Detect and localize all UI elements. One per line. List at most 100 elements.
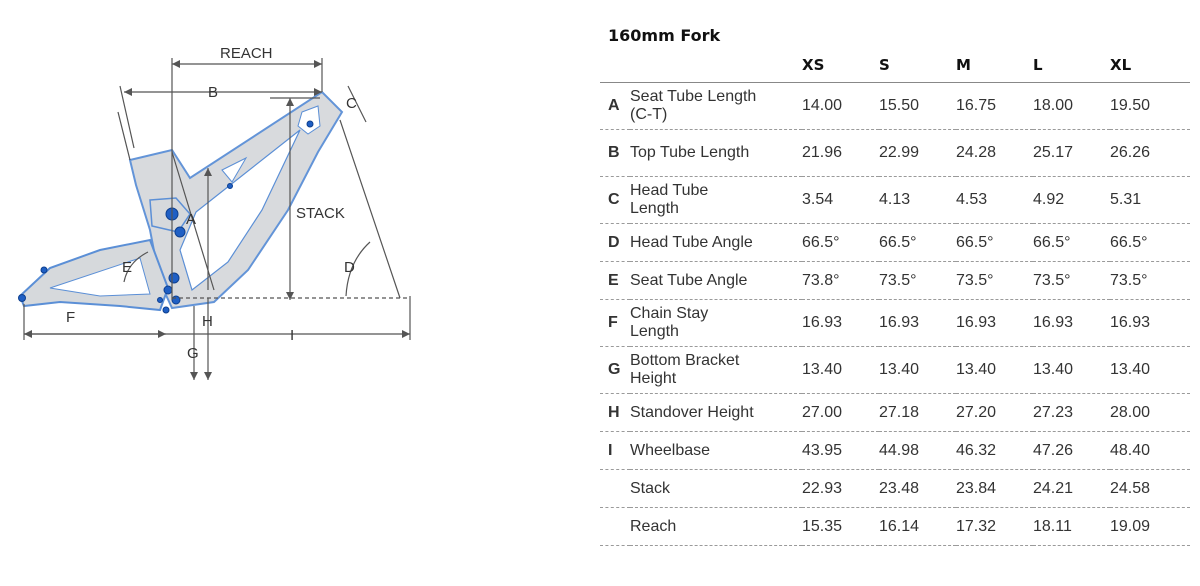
e-label: E: [122, 259, 132, 276]
e-angle-arc: [123, 251, 149, 283]
row-value-l: 24.21: [1033, 469, 1110, 508]
row-value-m: 16.75: [956, 82, 1033, 130]
row-value-m: 73.5°: [956, 261, 1033, 300]
row-letter: [600, 469, 630, 508]
row-value-l: 13.40: [1033, 346, 1110, 394]
row-measurement-name: Reach: [630, 507, 802, 546]
a-dimension-line: [171, 151, 215, 291]
row-value-m: 16.93: [956, 299, 1033, 347]
row-letter: [600, 507, 630, 546]
c-dimension-line: [347, 85, 367, 123]
row-value-l: 25.17: [1033, 129, 1110, 177]
i-label: I: [290, 327, 294, 344]
row-value-xs: 15.35: [802, 507, 879, 546]
row-value-l: 47.26: [1033, 431, 1110, 470]
row-value-s: 27.18: [879, 393, 956, 432]
row-value-xs: 3.54: [802, 176, 879, 224]
stack-arrow-bottom: [286, 292, 294, 300]
row-value-s: 13.40: [879, 346, 956, 394]
row-value-l: 66.5°: [1033, 223, 1110, 262]
row-letter: D: [600, 223, 630, 262]
row-value-s: 22.99: [879, 129, 956, 177]
row-value-s: 16.93: [879, 299, 956, 347]
row-value-m: 4.53: [956, 176, 1033, 224]
frame-geometry-diagram: REACH B C A STACK D E F: [0, 0, 440, 400]
row-value-m: 23.84: [956, 469, 1033, 508]
row-value-xl: 66.5°: [1110, 223, 1190, 262]
stack-label: STACK: [296, 205, 345, 222]
header-size-xl: XL: [1110, 48, 1190, 83]
row-measurement-name: Bottom Bracket Height: [630, 346, 802, 394]
d-angle-arc: [345, 241, 371, 297]
row-value-m: 46.32: [956, 431, 1033, 470]
row-value-m: 27.20: [956, 393, 1033, 432]
row-value-xs: 43.95: [802, 431, 879, 470]
header-size-l: L: [1033, 48, 1110, 83]
h-label: H: [202, 313, 213, 330]
row-letter: C: [600, 176, 630, 224]
row-measurement-name: Chain Stay Length: [630, 299, 802, 347]
row-value-xs: 21.96: [802, 129, 879, 177]
head-tube-axis: [339, 119, 401, 299]
row-value-l: 73.5°: [1033, 261, 1110, 300]
stack-arrow-top: [286, 98, 294, 106]
row-value-m: 13.40: [956, 346, 1033, 394]
b-label: B: [208, 84, 218, 101]
row-value-s: 16.14: [879, 507, 956, 546]
fork-size-title: 160mm Fork: [608, 26, 721, 45]
row-value-xl: 19.09: [1110, 507, 1190, 546]
a-label: A: [186, 211, 196, 228]
row-measurement-name: Standover Height: [630, 393, 802, 432]
row-value-xl: 13.40: [1110, 346, 1190, 394]
row-value-s: 73.5°: [879, 261, 956, 300]
c-label: C: [346, 95, 357, 112]
table-header-row: XS S M L XL: [600, 48, 1190, 83]
row-measurement-name: Head Tube Angle: [630, 223, 802, 262]
b-arrow-left: [124, 88, 132, 96]
pivot-points: [18, 120, 314, 314]
row-value-l: 27.23: [1033, 393, 1110, 432]
row-value-xs: 66.5°: [802, 223, 879, 262]
header-blank: [600, 48, 630, 83]
row-letter: A: [600, 82, 630, 130]
row-value-l: 18.00: [1033, 82, 1110, 130]
d-label: D: [344, 259, 355, 276]
row-value-xs: 16.93: [802, 299, 879, 347]
row-value-xl: 28.00: [1110, 393, 1190, 432]
row-letter: F: [600, 299, 630, 347]
frame-rear-triangle-inner: [49, 257, 151, 297]
row-value-s: 15.50: [879, 82, 956, 130]
i-arrow-right: [402, 330, 410, 338]
g-label: G: [187, 345, 199, 362]
head-tube-cutout: [297, 105, 321, 135]
row-value-xs: 27.00: [802, 393, 879, 432]
row-value-xl: 24.58: [1110, 469, 1190, 508]
h-arrow-bottom: [204, 372, 212, 380]
row-measurement-name: Top Tube Length: [630, 129, 802, 177]
row-value-xl: 5.31: [1110, 176, 1190, 224]
row-value-l: 4.92: [1033, 176, 1110, 224]
row-letter: I: [600, 431, 630, 470]
reach-arrow-right: [314, 60, 322, 68]
row-measurement-name: Head Tube Length: [630, 176, 802, 224]
header-size-xs: XS: [802, 48, 879, 83]
row-letter: E: [600, 261, 630, 300]
g-arrow-bottom: [190, 372, 198, 380]
row-value-xl: 19.50: [1110, 82, 1190, 130]
row-value-m: 24.28: [956, 129, 1033, 177]
reach-label: REACH: [220, 45, 273, 62]
row-value-l: 18.11: [1033, 507, 1110, 546]
row-letter: B: [600, 129, 630, 177]
row-measurement-name: Stack: [630, 469, 802, 508]
